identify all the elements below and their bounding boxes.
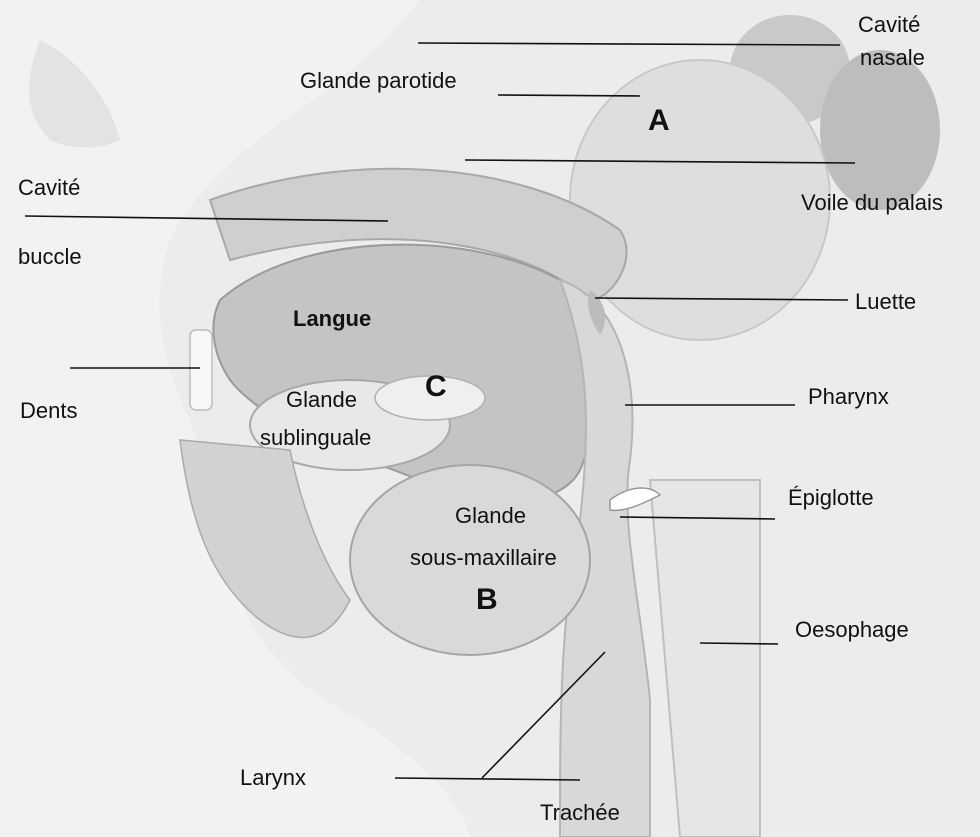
label-epiglotte: Épiglotte [788,485,874,510]
marker-letter-c: C [425,370,447,404]
leader-oesophage [700,643,778,644]
label-voile-du-palais: Voile du palais [801,190,943,215]
label-trachee: Trachée [540,800,620,825]
label-glande-sublinguale-line1: Glande [286,387,357,412]
label-cavite-nasale-line2: nasale [860,45,925,70]
nasal-cavity-dark [820,50,940,210]
label-luette: Luette [855,289,916,314]
label-cavite-nasale-line1: Cavité [858,12,920,37]
label-langue: Langue [293,306,371,331]
label-dents: Dents [20,398,77,423]
label-cavite-buccale-line1: Cavité [18,175,80,200]
label-oesophage: Oesophage [795,617,909,642]
label-glande-sublinguale-line2: sublinguale [260,425,371,450]
label-glande-parotide: Glande parotide [300,68,457,93]
marker-letter-b: B [476,583,498,617]
teeth-shape [190,330,212,410]
label-glande-sous-maxillaire-line1: Glande [455,503,526,528]
label-glande-sous-maxillaire-line2: sous-maxillaire [410,545,557,570]
label-pharynx: Pharynx [808,384,889,409]
label-larynx: Larynx [240,765,306,790]
label-cavite-buccale-line2: buccle [18,244,82,269]
marker-letter-a: A [648,104,670,138]
leader-glande-parotide [498,95,640,96]
